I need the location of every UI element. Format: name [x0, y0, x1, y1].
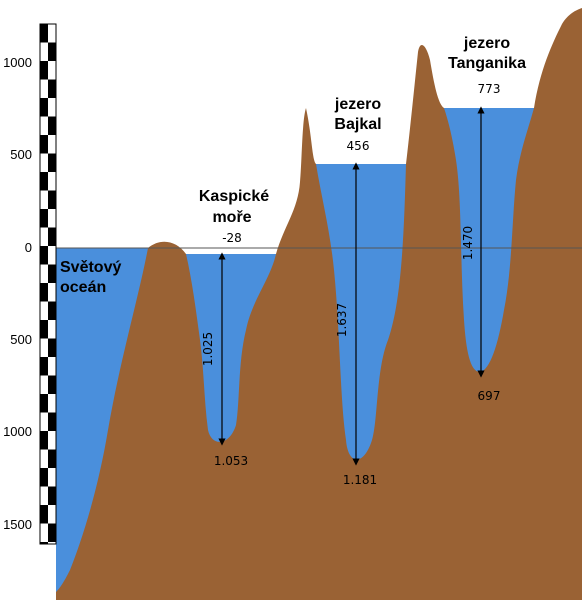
scale-bar-segment — [48, 375, 56, 394]
scale-bar-segment — [40, 98, 48, 117]
scale-tick-label: 1500 — [3, 517, 32, 532]
scale-tick-label: 1000 — [3, 424, 32, 439]
scale-bar-segment — [48, 227, 56, 246]
terrain — [56, 8, 582, 600]
baikal-water — [316, 164, 406, 460]
scale-bar-segment — [40, 24, 48, 43]
caspian-name-line-2: moře — [212, 209, 251, 226]
scale-tick-label: 500 — [10, 332, 32, 347]
scale-bar-segment — [40, 431, 48, 450]
baikal-max-depth: 1.637 — [335, 303, 349, 337]
scale-bar-segment — [40, 394, 48, 413]
scale-bar-segment — [48, 153, 56, 172]
scale-bar-segment — [48, 412, 56, 431]
caspian-name-line-1: Kaspické — [199, 188, 269, 205]
scale-bar-segment — [48, 79, 56, 98]
tanganyika-water — [444, 108, 534, 372]
depth-scale-bar — [39, 23, 57, 545]
scale-bar-segment — [48, 449, 56, 468]
scale-bar-segment — [40, 505, 48, 524]
caspian-bottom-elevation: 1.053 — [214, 454, 248, 468]
caspian-water — [186, 254, 276, 442]
scale-tick-label: 500 — [10, 147, 32, 162]
tanganyika-surface-elevation: 773 — [478, 82, 501, 96]
ocean-name-line-2: oceán — [60, 279, 106, 296]
tanganyika-max-depth: 1.470 — [461, 226, 475, 260]
scale-tick-label: 0 — [25, 240, 32, 255]
ocean-water — [56, 248, 148, 592]
ocean-name-line-1: Světový — [60, 259, 121, 276]
scale-bar-segment — [40, 246, 48, 265]
scale-bar-segment — [40, 61, 48, 80]
scale-bar-segment — [48, 264, 56, 283]
scale-bar-segment — [48, 523, 56, 542]
scale-bar-segment — [40, 209, 48, 228]
baikal-name-line-1: jezero — [334, 96, 381, 113]
scale-bar-segment — [40, 468, 48, 487]
baikal-surface-elevation: 456 — [347, 139, 370, 153]
scale-bar-segment — [40, 172, 48, 191]
scale-bar-segment — [48, 486, 56, 505]
scale-bar-segment — [40, 320, 48, 339]
scale-bar-segment — [48, 116, 56, 135]
caspian-max-depth: 1.025 — [201, 332, 215, 366]
tanganyika-name-line-2: Tanganika — [448, 55, 526, 72]
scale-bar-segment — [48, 190, 56, 209]
baikal-bottom-elevation: 1.181 — [343, 473, 377, 487]
caspian-surface-elevation: -28 — [222, 231, 242, 245]
scale-bar-segment — [48, 338, 56, 357]
tanganyika-bottom-elevation: 697 — [478, 389, 501, 403]
baikal-name-line-2: Bajkal — [334, 116, 381, 133]
scale-bar-segment — [48, 42, 56, 61]
scale-bar-segment — [40, 357, 48, 376]
scale-bar-segment — [48, 301, 56, 320]
scale-bar-segment — [40, 135, 48, 154]
scale-tick-label: 1000 — [3, 55, 32, 70]
scale-bar-segment — [40, 542, 48, 544]
scale-bar-segment — [40, 283, 48, 302]
tanganyika-name-line-1: jezero — [463, 35, 510, 52]
